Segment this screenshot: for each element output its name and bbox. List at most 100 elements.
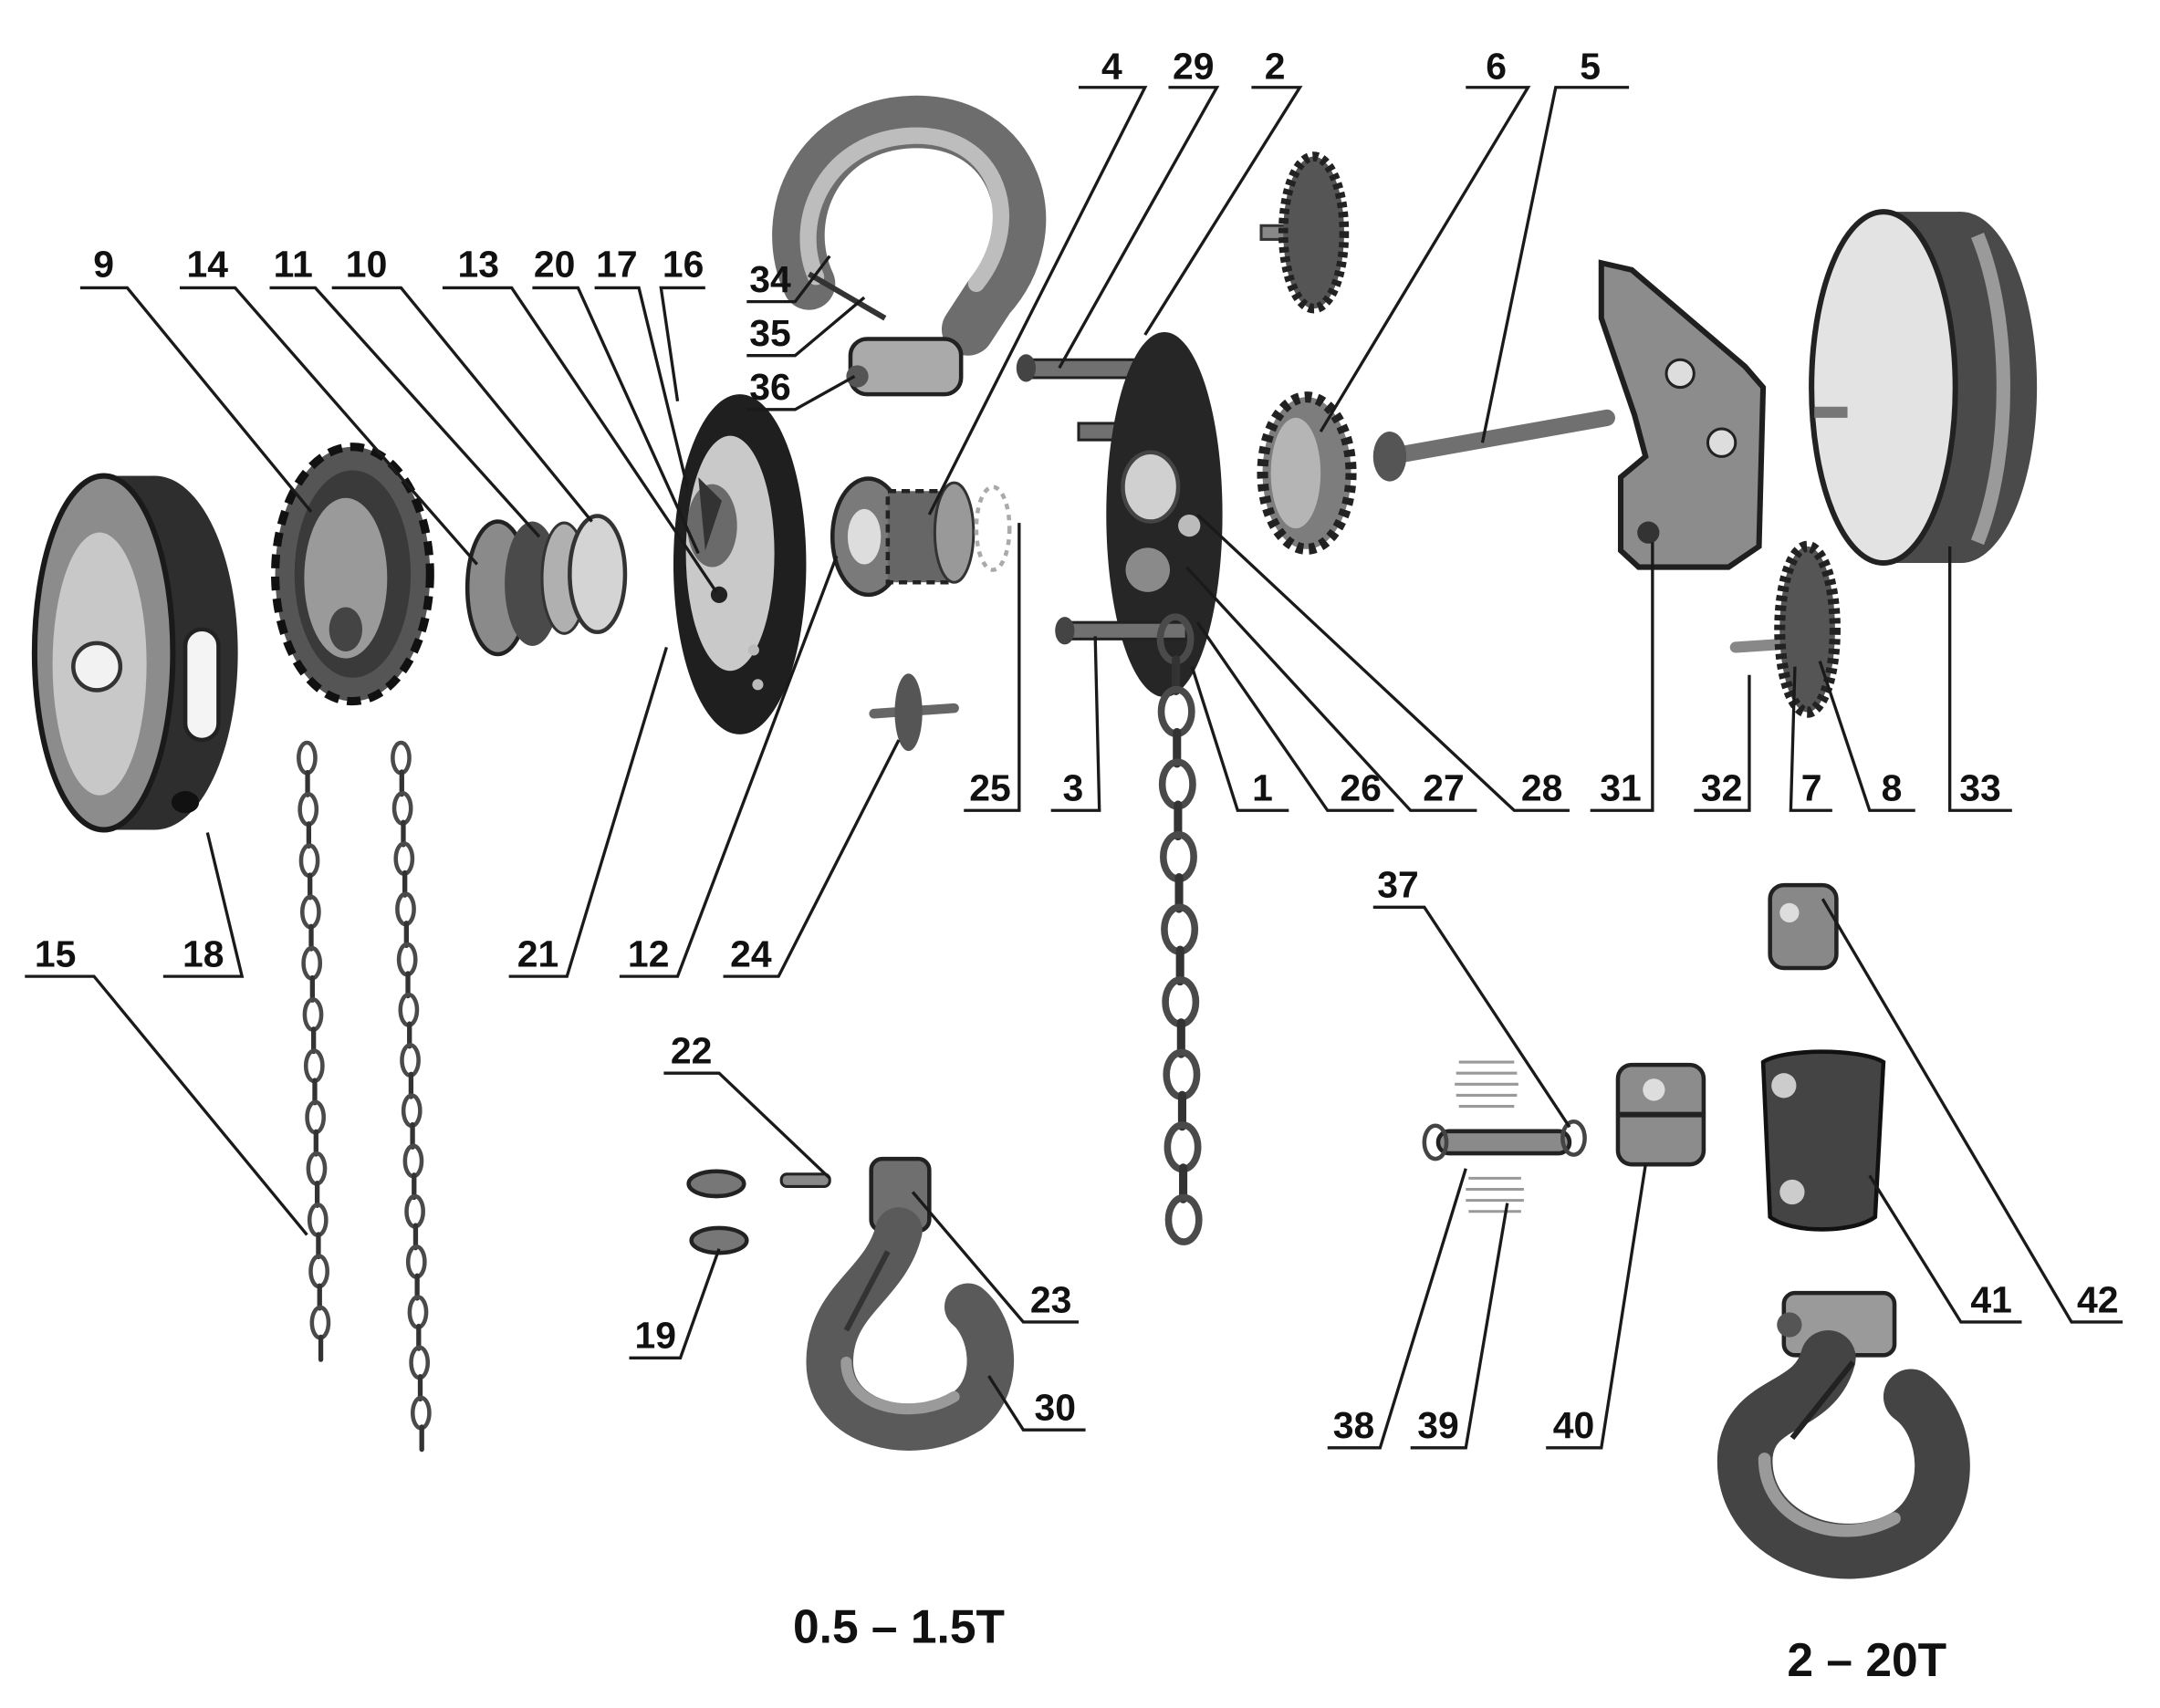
callout-number: 16 [663,243,704,285]
capacity-label-large: 2 – 20T [1787,1633,1946,1686]
cross-plate [894,673,923,752]
callout-number: 36 [749,366,791,408]
callout-number: 25 [969,767,1011,809]
top-hook-swivel [848,337,964,397]
chain-link [419,1424,424,1453]
bottom-hook-latch [843,1250,891,1332]
large-hook-body [1717,1330,1970,1579]
top-hook-latch [807,271,887,321]
leader-line [179,286,479,566]
capacity-label-small: 0.5 – 1.5T [793,1600,1005,1653]
callout-37: 37 [1372,864,1571,1129]
callout-14: 14 [179,243,479,566]
frame-hole [1637,521,1660,544]
chain-link [1174,800,1183,841]
callout-32: 32 [1694,674,1751,812]
shaft-5 [1381,409,1615,465]
callout-number: 8 [1882,767,1903,809]
callout-1: 1 [1190,666,1289,812]
leader-line [663,1071,831,1180]
large-bottom-hook-drawing [1717,1290,1970,1579]
part-10-11-14-drawing [464,514,628,657]
chain-link [1176,1018,1185,1058]
disc-hole [752,679,764,691]
pinion-bore [847,508,882,565]
callout-16: 16 [659,243,705,401]
callout-number: 19 [635,1315,677,1357]
leader-line [1372,905,1571,1129]
top-hook-body [772,95,1047,356]
callout-25: 25 [964,523,1021,812]
part-12-drawing [830,476,1012,598]
callout-4: 4 [927,46,1148,516]
chain-link [412,1223,419,1251]
bolt-3 [1060,620,1188,640]
ratchet-pawl [698,477,723,551]
callout-17: 17 [594,243,689,488]
leader-line [1410,1203,1509,1450]
callout-number: 41 [1970,1278,2012,1320]
chain-link [317,1283,322,1311]
callout-number: 12 [628,933,670,975]
callout-3: 3 [1050,636,1101,812]
callout-42: 42 [1821,898,2123,1324]
chain-link [402,870,408,898]
chain-link [399,769,404,797]
callout-number: 38 [1333,1404,1375,1446]
callout-18: 18 [162,832,245,978]
callout-number: 33 [1959,767,2001,809]
part-40-drawing [1615,1062,1706,1167]
leader-line [1196,513,1570,812]
side-plate-hole [1178,514,1201,537]
callout-number: 6 [1486,46,1507,88]
leader-line [1050,636,1101,812]
callout-9: 9 [79,243,313,514]
callout-number: 31 [1600,767,1642,809]
hand-chain-left [297,740,331,1362]
callout-21: 21 [508,646,669,978]
callout-30: 30 [987,1375,1086,1432]
hand-wheel-hub [329,607,363,651]
side-plate-bore [1121,450,1181,524]
leader-line [442,286,718,593]
pinion-shaft-end [974,484,1012,572]
callout-33: 33 [1947,546,2012,812]
leader-line [746,374,856,411]
leader-line [532,286,700,555]
chain-link [1164,1193,1203,1245]
gear-8 [1774,540,1841,718]
chain-link [312,1078,318,1106]
callout-number: 2 [1265,46,1286,88]
leader-line [1143,86,1303,336]
part-18-drawing [31,473,238,833]
chain-link [309,974,315,1003]
leader-line [1480,86,1630,443]
leader-line [723,739,901,978]
callout-28: 28 [1196,513,1570,812]
callout-number: 15 [35,933,77,975]
bolt-29-head [1016,354,1037,382]
callout-number: 5 [1580,46,1601,88]
callout-35: 35 [746,296,866,358]
clip-right [1560,1119,1587,1157]
block-40-hole [1643,1078,1665,1101]
yoke-hole-bottom [1779,1179,1805,1205]
callout-number: 39 [1417,1404,1459,1446]
chain-link [410,1121,415,1150]
callout-number: 22 [671,1030,713,1072]
callout-number: 11 [274,243,313,285]
chain-link [1174,872,1184,913]
callout-number: 40 [1553,1404,1595,1446]
upper-gear-drawing [1259,151,1350,314]
callout-number: 20 [534,243,576,285]
callout-11: 11 [269,243,541,538]
load-chain [1156,613,1203,1245]
upper-gear [1278,151,1350,314]
leader-line [162,832,245,978]
pinion-teeth [933,481,976,584]
chain-link [417,1374,423,1402]
disc-hole [747,644,759,656]
part-6-drawing [1257,391,1357,555]
chain-link [305,769,310,797]
chain-link [1172,655,1181,695]
